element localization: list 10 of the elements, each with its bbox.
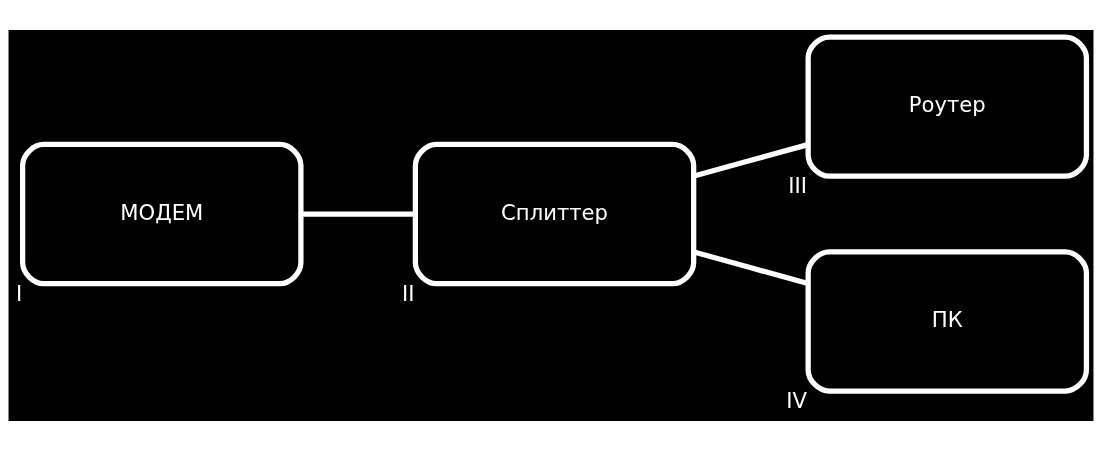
node-label: II [402, 280, 415, 306]
connector [301, 210, 416, 217]
node-label: IV [786, 387, 808, 413]
node-box: МОДЕМ [20, 141, 304, 286]
node-label: III [788, 172, 807, 198]
node-label: I [15, 280, 23, 306]
connector [693, 249, 809, 286]
node-box: Роутер [805, 33, 1090, 179]
connector [693, 141, 809, 179]
node-box: Сплиттер [412, 141, 697, 286]
